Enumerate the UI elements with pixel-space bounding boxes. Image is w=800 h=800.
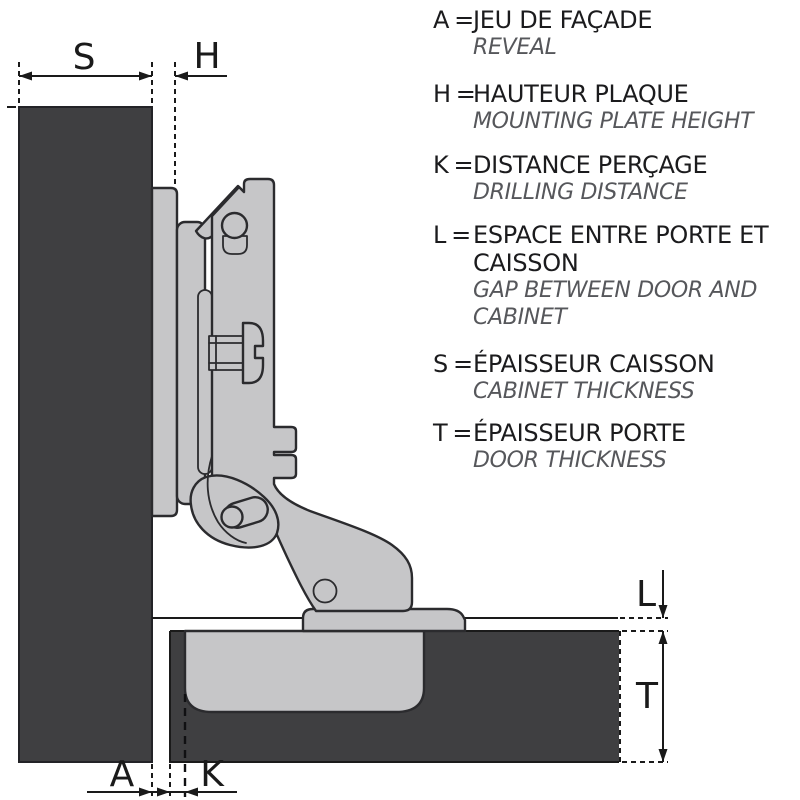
mounting-plate-back (150, 186, 179, 518)
legend-term: HAUTEUR PLAQUE (473, 80, 689, 108)
dim-label-a: A (110, 754, 135, 795)
dimension-t: T (622, 631, 668, 763)
legend-letter: A= (433, 6, 474, 34)
cabinet-panel (7, 106, 153, 763)
pivot-pocket (222, 235, 248, 255)
arm-sweep-hole (312, 578, 338, 604)
dimension-l: L (622, 570, 668, 632)
door-panel-outline (169, 631, 619, 763)
legend-term: ESPACE ENTRE PORTE ET CAISSON (473, 221, 769, 277)
legend-translation: MOUNTING PLATE HEIGHT (473, 109, 754, 134)
arrowhead-up (658, 631, 668, 644)
legend-term: DISTANCE PERÇAGE (473, 151, 708, 179)
legend-translation: REVEAL (473, 35, 557, 60)
pivot-seam (206, 455, 247, 544)
dimension-h: H (174, 36, 227, 186)
legend-entry-k: K= DISTANCE PERÇAGE DRILLING DISTANCE (433, 151, 793, 206)
dim-label-h: H (193, 36, 220, 77)
arrowhead-left (185, 787, 198, 797)
legend-term: ÉPAISSEUR PORTE (473, 419, 686, 447)
arrowhead-right (139, 787, 152, 797)
dim-label-k: K (200, 754, 225, 795)
hinge-arm (194, 177, 414, 613)
arrowhead-left (19, 71, 32, 81)
legend-letter: T= (433, 419, 473, 447)
legend-entry-l: L= ESPACE ENTRE PORTE ET CAISSON GAP BET… (433, 221, 793, 331)
dim-label-s: S (73, 37, 96, 78)
hinge-pivot (189, 455, 280, 549)
dim-label-l: L (636, 574, 656, 615)
hinge-cup-flange (301, 607, 467, 633)
cabinet-panel-board (18, 106, 153, 763)
legend-translation: DRILLING DISTANCE (473, 180, 688, 205)
screw-slotted-head (241, 321, 265, 385)
legend-term: JEU DE FAÇADE (473, 6, 653, 34)
arrowhead-down (658, 605, 668, 618)
dimension-s: S (18, 37, 153, 103)
pivot-cylinder-end (220, 505, 244, 529)
legend-letter: K= (433, 151, 474, 179)
legend-letter: L= (433, 221, 471, 249)
legend-entry-a: A= JEU DE FAÇADE REVEAL (433, 6, 793, 61)
legend-translation: DOOR THICKNESS (473, 448, 667, 473)
dimension-a-k: A K (87, 694, 237, 797)
adjustment-slot (197, 289, 213, 475)
arrowhead-right (157, 787, 170, 797)
legend-translation: GAP BETWEEN DOOR AND CABINET (473, 278, 758, 330)
door-panel (169, 629, 621, 763)
arrowhead-left (175, 71, 188, 81)
dim-label-t: T (635, 676, 659, 717)
legend-letter: H= (433, 80, 476, 108)
legend-entry-t: T= ÉPAISSEUR PORTE DOOR THICKNESS (433, 419, 793, 474)
legend-entry-s: S= ÉPAISSEUR CAISSON CABINET THICKNESS (433, 350, 793, 405)
top-pivot-pin (220, 211, 249, 240)
arrowhead-right (139, 71, 152, 81)
screw-shaft (208, 335, 244, 371)
legend-term: ÉPAISSEUR CAISSON (473, 350, 715, 378)
legend-translation: CABINET THICKNESS (473, 379, 695, 404)
legend-entry-h: H= HAUTEUR PLAQUE MOUNTING PLATE HEIGHT (433, 80, 793, 135)
legend-letter: S= (433, 350, 473, 378)
hinge-screw (208, 321, 265, 385)
hinge-cup (183, 629, 426, 714)
arrowhead-down (658, 749, 668, 762)
